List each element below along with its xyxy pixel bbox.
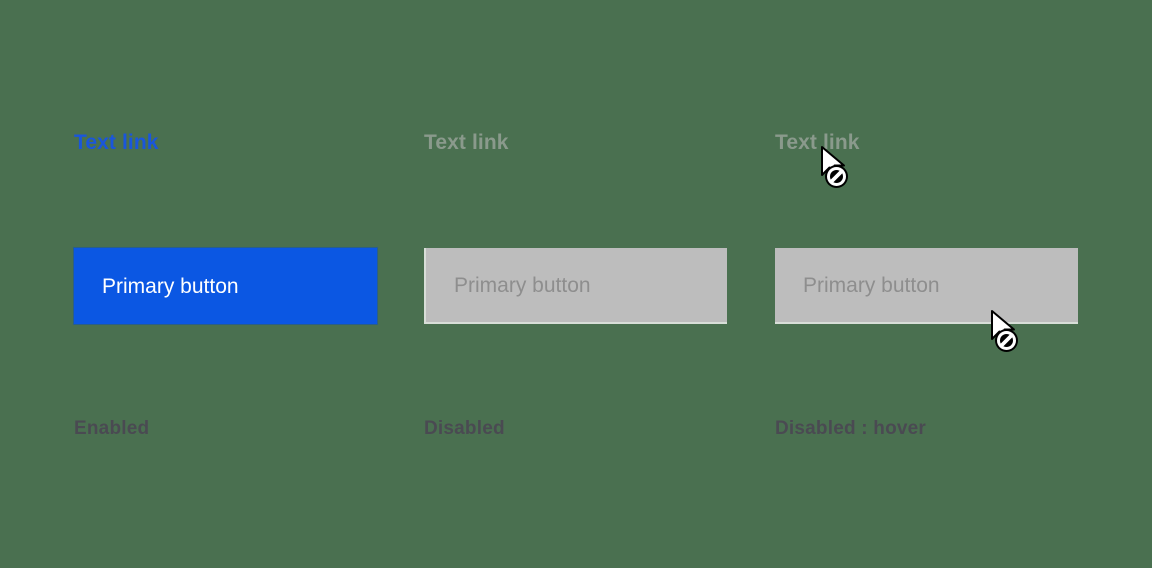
primary-button-disabled: Primary button [424,248,727,324]
primary-button-disabled-hover: Primary button [775,248,1078,324]
text-link-disabled: Text link [424,131,509,154]
text-link-disabled-hover: Text link [775,131,860,154]
state-label-disabled: Disabled [424,418,505,439]
state-label-enabled: Enabled [74,418,150,439]
state-column-disabled-hover: Text link Primary button Disabled : hove… [775,0,1135,568]
text-link-enabled[interactable]: Text link [74,131,159,154]
state-label-disabled-hover: Disabled : hover [775,418,927,439]
state-column-enabled: Text link Primary button Enabled [73,0,434,568]
state-column-disabled: Text link Primary button Disabled [424,0,784,568]
primary-button-enabled[interactable]: Primary button [73,247,378,325]
